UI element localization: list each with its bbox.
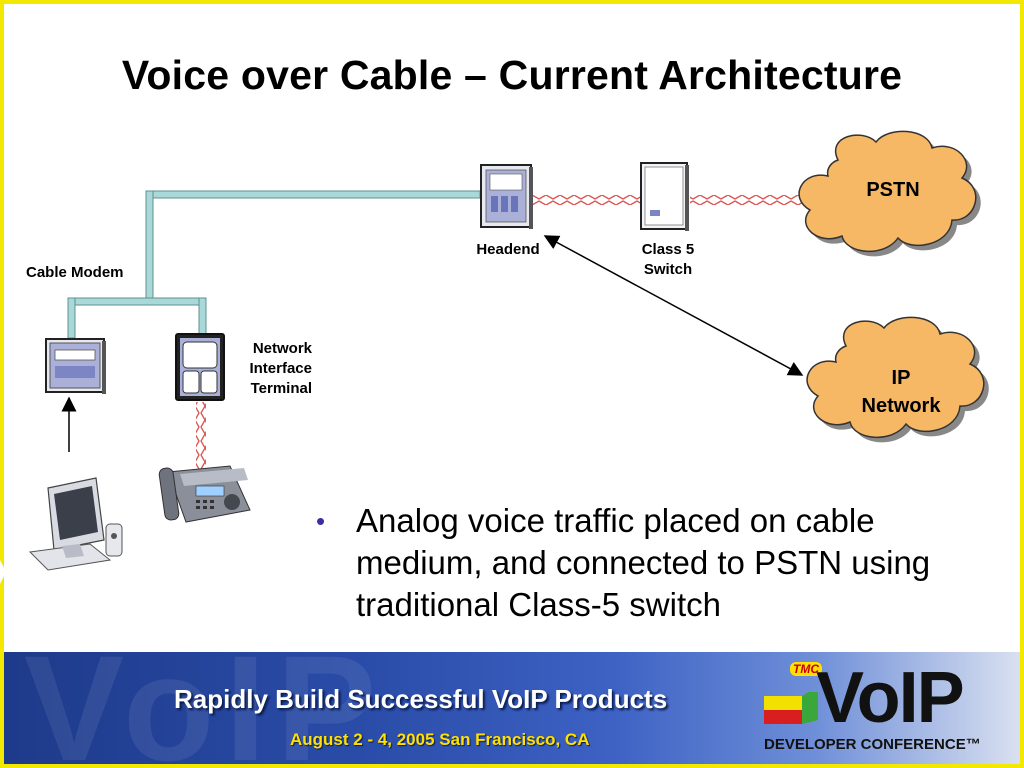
switch-pstn-link <box>690 195 804 205</box>
logo-flag-icon <box>764 692 818 724</box>
headend-label: Headend <box>476 241 540 258</box>
logo-subtitle: DEVELOPER CONFERENCE™ <box>764 736 981 753</box>
bullet-dot: • <box>316 506 326 536</box>
bullet-text: Analog voice traffic placed on cable med… <box>356 502 931 623</box>
conference-banner: VoIP Rapidly Build Successful VoIP Produ… <box>4 652 1020 764</box>
logo-tmc-badge: TMC <box>790 662 822 676</box>
banner-date-location: August 2 - 4, 2005 San Francisco, CA <box>290 730 590 749</box>
class5-switch-icon <box>640 162 689 231</box>
headend-icon <box>480 164 533 229</box>
pstn-cloud-icon <box>798 130 981 257</box>
computer-icon <box>0 477 123 584</box>
network-interface-terminal-icon <box>175 333 225 401</box>
class5-switch-label: Class 5 Switch <box>628 240 708 280</box>
class5-switch-label-line2: Switch <box>643 261 693 278</box>
voip-conference-logo: TMC VoIP DEVELOPER CONFERENCE™ <box>760 658 1012 760</box>
banner-watermark: VoIP <box>24 652 387 764</box>
nit-phone-link <box>196 402 206 472</box>
cable-lines <box>67 190 481 339</box>
pstn-cloud-label: PSTN <box>866 179 920 201</box>
nit-label-line1: Network <box>252 340 312 357</box>
architecture-diagram <box>0 130 989 584</box>
ip-network-label-line2: Network <box>861 395 941 417</box>
cable-modem-icon <box>45 338 106 394</box>
slide-title: Voice over Cable – Current Architecture <box>121 52 903 98</box>
logo-title: VoIP <box>816 658 965 738</box>
ip-network-cloud-label: IP Network <box>846 364 956 420</box>
network-interface-terminal-label: Network Interface Terminal <box>232 339 312 399</box>
class5-switch-label-line1: Class 5 <box>641 241 695 258</box>
headend-switch-link <box>532 195 640 205</box>
ip-network-label-line1: IP <box>891 367 911 389</box>
ip-network-cloud-icon <box>806 316 989 443</box>
nit-label-line3: Terminal <box>250 380 312 397</box>
cable-modem-label: Cable Modem <box>26 264 124 281</box>
headend-ip-arrow <box>543 235 804 376</box>
banner-tagline: Rapidly Build Successful VoIP Products <box>174 684 668 714</box>
telephone-icon <box>158 465 251 523</box>
nit-label-line2: Interface <box>249 360 312 377</box>
